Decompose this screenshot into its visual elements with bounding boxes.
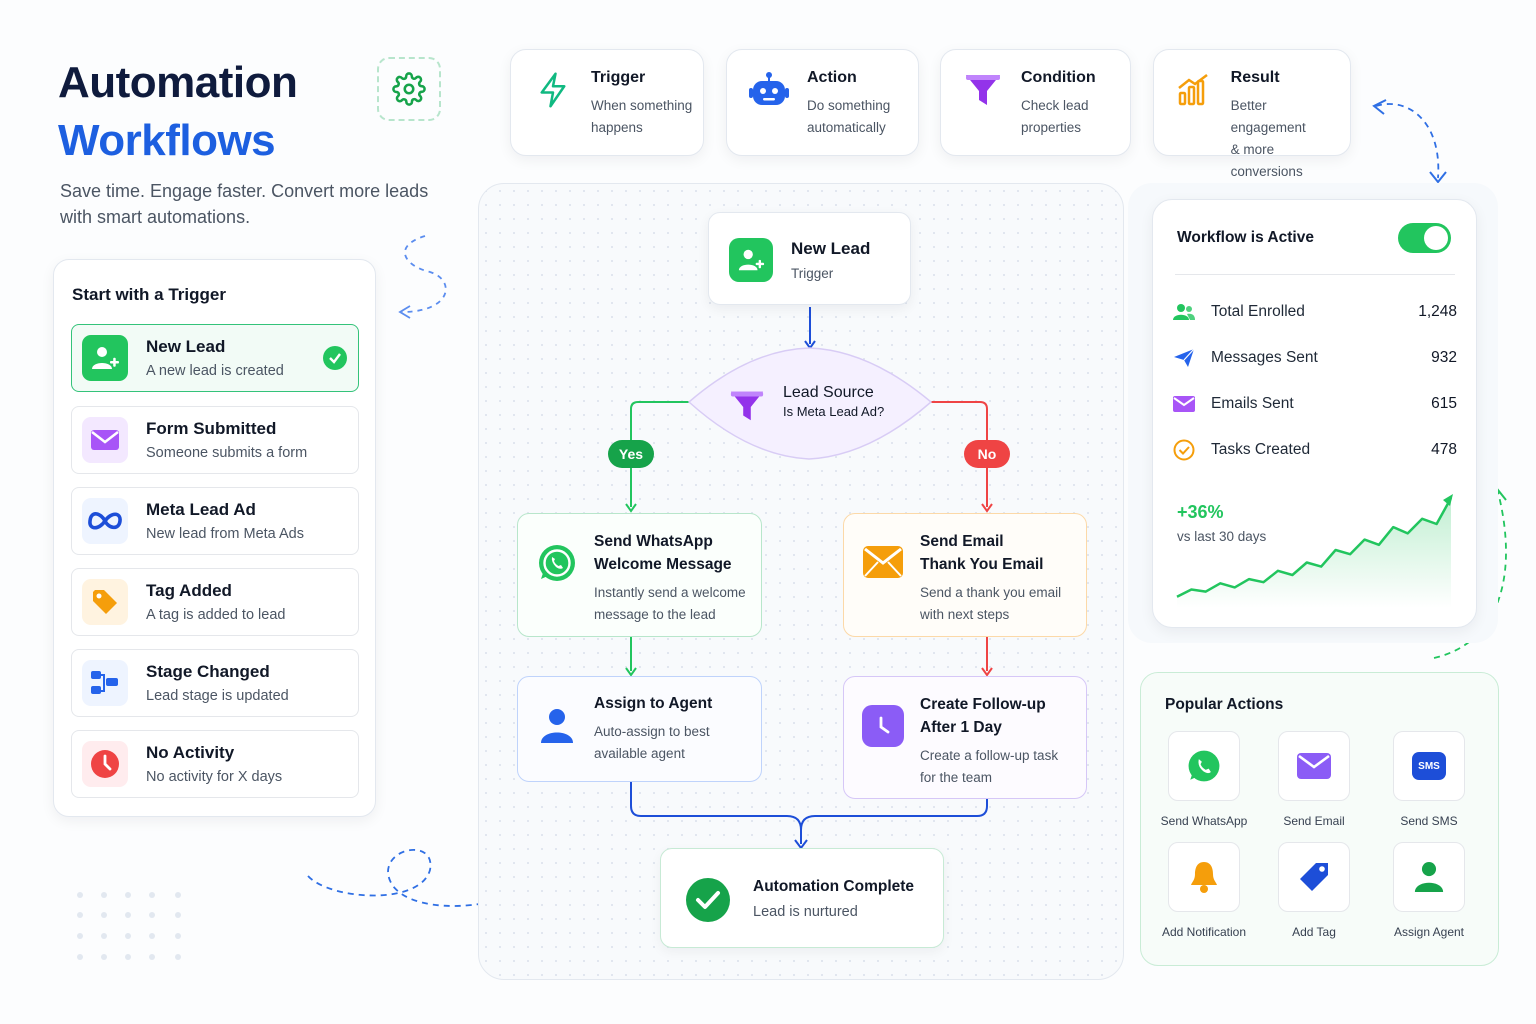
user-icon xyxy=(1393,842,1465,912)
envelope-icon xyxy=(1173,396,1195,412)
check-circle-icon xyxy=(685,877,731,928)
no-badge: No xyxy=(964,440,1010,468)
divider xyxy=(1175,274,1455,275)
meta-logo-icon xyxy=(82,498,128,544)
whatsapp-icon xyxy=(1168,731,1240,801)
popular-actions-heading: Popular Actions xyxy=(1165,696,1284,713)
settings-button[interactable] xyxy=(377,57,441,121)
popular-send-sms[interactable]: SMS Send SMS xyxy=(1374,731,1484,828)
growth-value: +36% xyxy=(1177,502,1224,522)
yes-badge: Yes xyxy=(608,440,654,468)
tag-icon xyxy=(1278,842,1350,912)
popular-assign-agent[interactable]: Assign Agent xyxy=(1374,842,1484,939)
flow-connectors xyxy=(625,307,993,850)
trend-arrowhead xyxy=(1443,494,1453,506)
page-title-line1: Automation xyxy=(58,58,298,107)
lightning-icon xyxy=(533,70,573,110)
popular-send-email[interactable]: Send Email xyxy=(1259,731,1369,828)
trigger-panel-heading: Start with a Trigger xyxy=(72,285,226,304)
trend-area xyxy=(1177,498,1451,608)
trend-line xyxy=(1176,497,1453,598)
bell-icon xyxy=(1168,842,1240,912)
popular-add-tag[interactable]: Add Tag xyxy=(1259,842,1369,939)
funnel-icon xyxy=(963,70,1003,110)
check-circle-icon xyxy=(1173,439,1195,461)
envelope-icon xyxy=(862,544,904,585)
sms-icon: SMS xyxy=(1393,731,1465,801)
tag-icon xyxy=(82,579,128,625)
popular-actions-panel: Popular Actions Send WhatsApp Send Email… xyxy=(1140,672,1499,966)
funnel-icon xyxy=(729,388,765,429)
popular-add-notification[interactable]: Add Notification xyxy=(1149,842,1259,939)
clock-icon xyxy=(862,705,904,747)
robot-icon xyxy=(749,70,789,110)
envelope-icon xyxy=(1278,731,1350,801)
workflow-active-toggle[interactable] xyxy=(1398,223,1451,253)
page-subtitle: Save time. Engage faster. Convert more l… xyxy=(60,181,429,227)
selected-check-icon xyxy=(323,346,347,370)
send-icon xyxy=(1173,348,1195,368)
user-icon xyxy=(540,707,574,750)
users-icon xyxy=(1173,303,1195,321)
clock-icon xyxy=(82,741,128,787)
whatsapp-icon xyxy=(536,542,578,589)
toggle-knob xyxy=(1424,226,1448,250)
growth-caption: vs last 30 days xyxy=(1177,529,1267,544)
trend-sparkline xyxy=(1176,494,1453,608)
add-user-icon xyxy=(82,335,128,381)
workflow-status-label: Workflow is Active xyxy=(1177,229,1314,246)
envelope-icon xyxy=(82,417,128,463)
condition-diamond xyxy=(687,347,933,460)
add-user-icon xyxy=(729,238,773,282)
bar-chart-icon xyxy=(1176,70,1213,110)
stages-icon xyxy=(82,660,128,706)
popular-send-whatsapp[interactable]: Send WhatsApp xyxy=(1149,731,1259,828)
page-title-line2: Workflows xyxy=(58,116,276,165)
gear-icon xyxy=(392,72,426,106)
